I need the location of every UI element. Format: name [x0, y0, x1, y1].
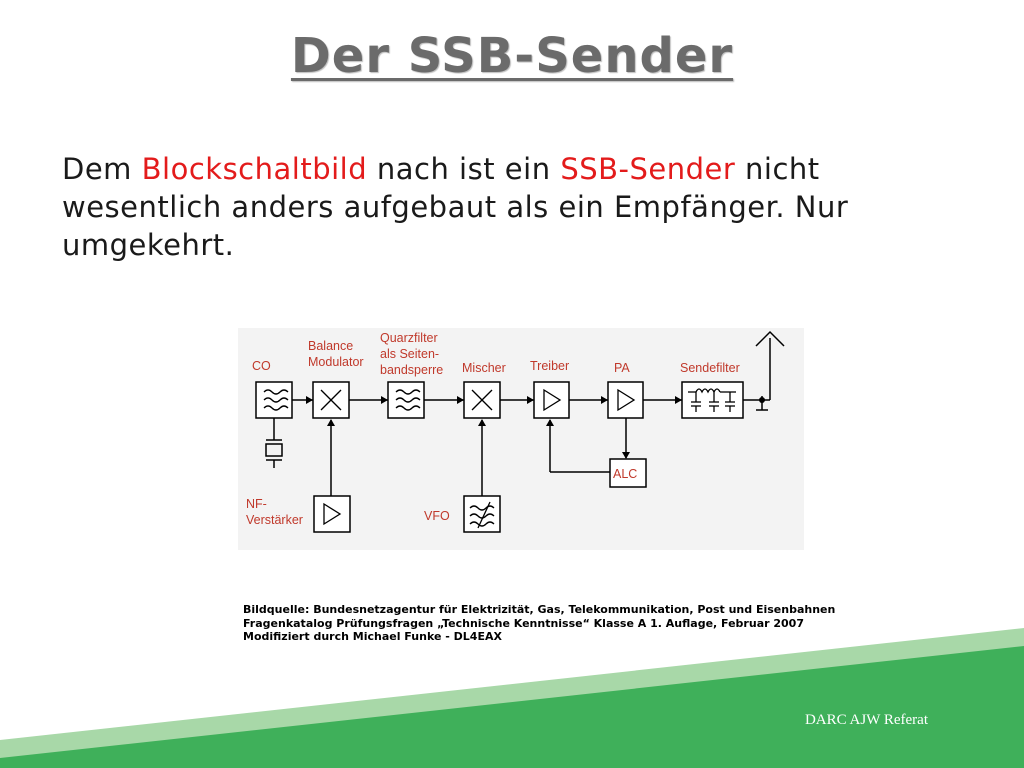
arrowhead — [675, 396, 682, 404]
amplifier-triangle-icon — [617, 388, 636, 412]
mixer-cross-icon — [320, 389, 342, 411]
source-line2: Fragenkatalog Prüfungsfragen „Technische… — [243, 616, 804, 630]
antenna-icon — [755, 330, 785, 347]
sendefilter-block — [681, 381, 744, 419]
amplifier-triangle-icon — [543, 388, 562, 412]
arrowhead — [527, 396, 534, 404]
label-treiber: Treiber — [530, 359, 569, 373]
label-balance-line2: Modulator — [308, 355, 364, 369]
highlight-blockschaltbild: Blockschaltbild — [141, 152, 368, 186]
arrowhead — [381, 396, 388, 404]
arrowhead — [478, 419, 486, 426]
label-mischer: Mischer — [462, 361, 506, 375]
slide-title: Der SSB-Sender — [290, 28, 734, 84]
label-pa: PA — [614, 361, 630, 375]
arrowhead — [622, 452, 630, 459]
footer-band-light — [0, 628, 1024, 768]
arrowhead — [457, 396, 464, 404]
label-quarz-line3: bandsperre — [380, 363, 443, 377]
footer-band-dark — [0, 646, 1024, 768]
amplifier-triangle-icon — [323, 502, 342, 526]
arrowhead — [546, 419, 554, 426]
block-diagram: CO Balance Modulator Quarzfilter als Sei… — [238, 328, 804, 550]
body-text-part3: nicht wesentlich anders aufgebaut als ei… — [62, 152, 849, 262]
source-line3: Modifiziert durch Michael Funke - DL4EAX — [243, 630, 502, 643]
co-block — [255, 381, 293, 419]
label-vfo: VFO — [424, 509, 450, 523]
output-node — [759, 397, 765, 403]
oscillator-wave-icon — [263, 389, 289, 411]
block-diagram-svg: CO Balance Modulator Quarzfilter als Sei… — [246, 330, 785, 533]
label-co: CO — [252, 359, 271, 373]
lc-filter-icon — [688, 388, 736, 412]
label-sendefilter: Sendefilter — [680, 361, 740, 375]
treiber-block — [533, 381, 570, 419]
body-text: Dem Blockschaltbild nach ist ein SSB-Sen… — [62, 150, 962, 264]
body-text-part1: Dem — [62, 152, 142, 186]
alc-block — [609, 458, 647, 488]
label-balance-line1: Balance — [308, 339, 353, 353]
body-text-part2: nach ist ein — [367, 152, 561, 186]
footer-label: DARC AJW Referat — [804, 712, 928, 728]
arrowhead — [306, 396, 313, 404]
arrowhead — [327, 419, 335, 426]
arrowhead — [601, 396, 608, 404]
source-citation: Bildquelle: Bundesnetzagentur für Elektr… — [243, 603, 843, 644]
label-nf-line2: Verstärker — [246, 513, 303, 527]
label-alc: ALC — [613, 467, 637, 481]
label-nf-line1: NF- — [246, 497, 267, 511]
source-line1: Bildquelle: Bundesnetzagentur für Elektr… — [243, 603, 836, 616]
nf-verstaerker-block — [313, 495, 351, 533]
pa-block — [607, 381, 644, 419]
crystal-icon — [265, 443, 283, 457]
filter-wave-icon — [395, 389, 421, 411]
label-quarz-line1: Quarzfilter — [380, 331, 438, 345]
vfo-tunable-wave-icon — [469, 501, 495, 529]
quarzfilter-block — [387, 381, 425, 419]
mixer-cross-icon — [471, 389, 493, 411]
highlight-ssb-sender: SSB-Sender — [560, 152, 736, 186]
label-quarz-line2: als Seiten- — [380, 347, 439, 361]
